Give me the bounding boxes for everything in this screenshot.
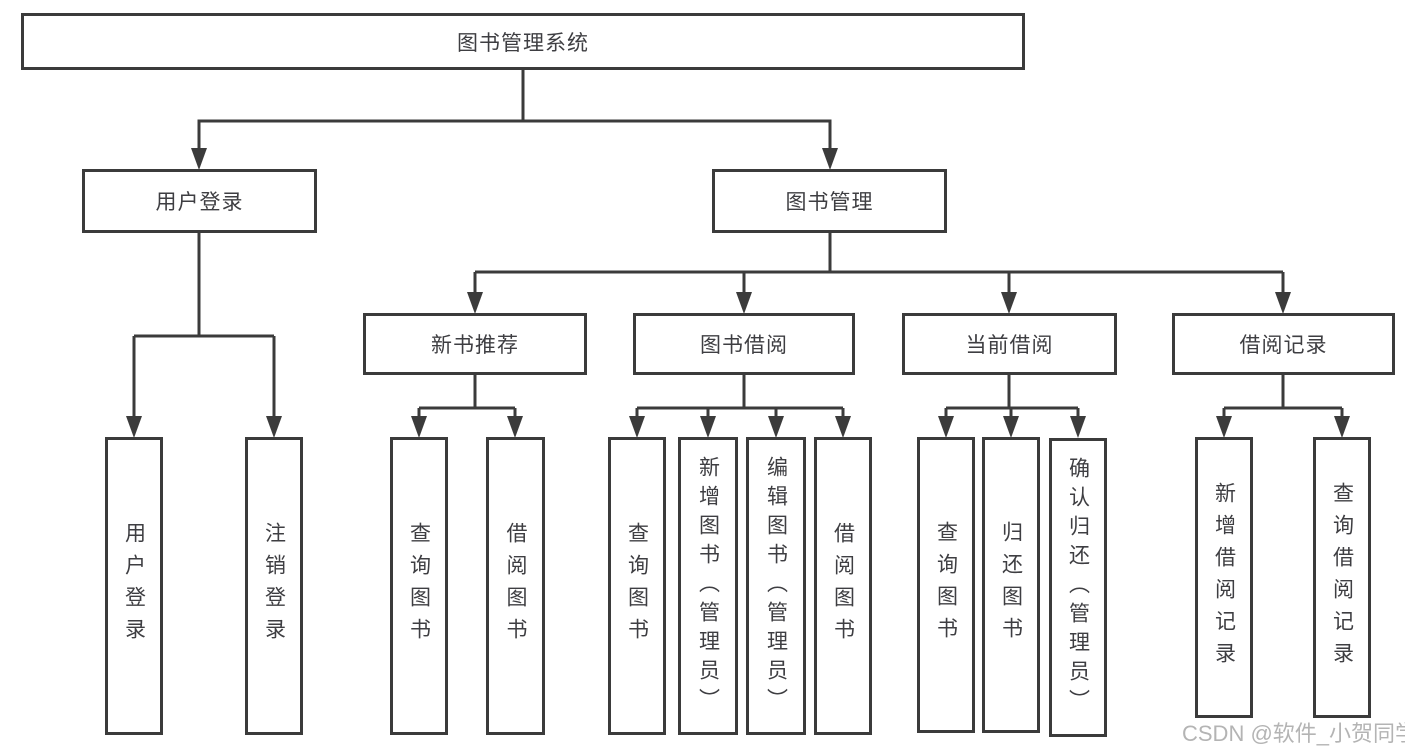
node-root-label: 图书管理系统: [457, 31, 589, 55]
csdn-watermark: CSDN @软件_小贺同学: [1182, 721, 1405, 746]
leaf-bookborrow-borrow-label: 借阅图书: [831, 522, 855, 650]
leaf-bookborrow-borrow: 借阅图书: [814, 437, 872, 735]
leaf-user-login: 用户登录: [105, 437, 163, 735]
leaf-newbooks-borrow: 借阅图书: [486, 437, 545, 735]
leaf-user-login-label: 用户登录: [122, 522, 146, 650]
node-book-management: 图书管理: [712, 169, 947, 233]
leaf-records-add: 新增借阅记录: [1195, 437, 1253, 718]
node-borrow-records-label: 借阅记录: [1239, 334, 1328, 357]
leaf-bookborrow-edit-admin: 编辑图书（管理员）: [746, 437, 806, 735]
node-new-book-recommend-label: 新书推荐: [431, 334, 519, 357]
node-root: 图书管理系统: [21, 13, 1025, 70]
node-book-borrowing: 图书借阅: [633, 313, 855, 375]
node-borrow-records: 借阅记录: [1172, 313, 1395, 375]
leaf-bookborrow-query-label: 查询图书: [625, 522, 649, 650]
arrowheads: [126, 148, 1350, 438]
leaf-bookborrow-add-admin-label: 新增图书（管理员）: [696, 455, 720, 717]
leaf-current-return-label: 归还图书: [999, 521, 1023, 649]
leaf-current-query: 查询图书: [917, 437, 975, 733]
leaf-logout: 注销登录: [245, 437, 303, 735]
node-current-borrowing-label: 当前借阅: [965, 334, 1054, 357]
leaf-bookborrow-add-admin: 新增图书（管理员）: [678, 437, 738, 735]
leaf-records-add-label: 新增借阅记录: [1212, 481, 1236, 674]
leaf-logout-label: 注销登录: [262, 522, 286, 650]
node-user-login-group-label: 用户登录: [155, 191, 244, 214]
leaf-records-query-label: 查询借阅记录: [1330, 481, 1354, 674]
leaf-newbooks-query-label: 查询图书: [407, 522, 431, 650]
leaf-records-query: 查询借阅记录: [1313, 437, 1371, 718]
leaf-current-return: 归还图书: [982, 437, 1040, 733]
leaf-current-confirm-return-admin: 确认归还（管理员）: [1049, 438, 1107, 737]
leaf-current-confirm-return-admin-label: 确认归还（管理员）: [1066, 457, 1090, 718]
leaf-newbooks-query: 查询图书: [390, 437, 448, 735]
node-user-login-group: 用户登录: [82, 169, 317, 233]
node-book-management-label: 图书管理: [785, 191, 874, 214]
node-new-book-recommend: 新书推荐: [363, 313, 587, 375]
node-current-borrowing: 当前借阅: [902, 313, 1117, 375]
leaf-current-query-label: 查询图书: [934, 521, 958, 649]
leaf-bookborrow-query: 查询图书: [608, 437, 666, 735]
leaf-bookborrow-edit-admin-label: 编辑图书（管理员）: [764, 455, 788, 717]
leaf-newbooks-borrow-label: 借阅图书: [504, 522, 527, 650]
node-book-borrowing-label: 图书借阅: [700, 334, 788, 357]
